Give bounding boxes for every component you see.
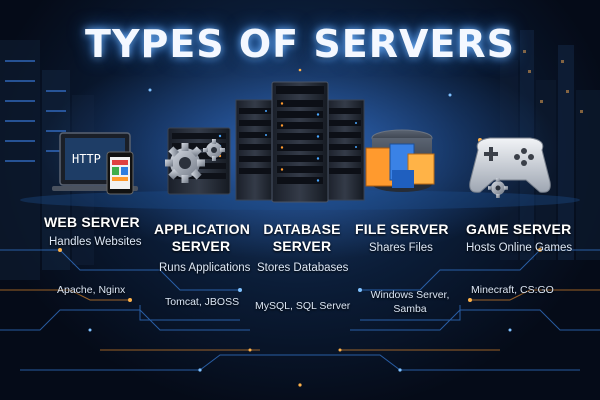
web-server-icon: HTTP (52, 132, 138, 195)
game-server-description: Hosts Online Games (466, 242, 573, 254)
application-server-icon (165, 127, 231, 195)
file-server-description: Shares Files (369, 242, 433, 254)
database-server-name-line2: SERVER (272, 238, 332, 254)
game-server-examples: Minecraft, CS:GO (471, 284, 554, 296)
circuit-lines (0, 249, 600, 371)
database-server-description: Stores Databases (257, 262, 349, 274)
page-title: TYPES OF SERVERS (85, 22, 515, 66)
file-server-name: FILE SERVER (355, 221, 449, 237)
application-server-examples: Tomcat, JBOSS (165, 296, 240, 308)
game-server-icon (469, 137, 551, 198)
sparkle-dots (58, 68, 542, 387)
database-server-name-line1: DATABASE (263, 221, 341, 237)
file-server-examples-line1: Windows Server, (370, 289, 450, 301)
application-server-name-line1: APPLICATION (154, 221, 251, 237)
database-server-examples: MySQL, SQL Server (255, 300, 351, 312)
database-server-name: DATABASE SERVER (262, 221, 342, 255)
file-server-examples: Windows Server, Samba (365, 288, 455, 316)
game-server-name: GAME SERVER (466, 221, 572, 237)
database-server-icon (235, 81, 365, 203)
web-server-name: WEB SERVER (44, 214, 140, 230)
file-server-icon (365, 129, 435, 192)
application-server-name: APPLICATION SERVER (154, 221, 251, 255)
application-server-description: Runs Applications (159, 262, 251, 274)
web-server-examples: Apache, Nginx (57, 284, 126, 296)
svg-text:HTTP: HTTP (72, 152, 101, 166)
file-server-examples-line2: Samba (393, 303, 427, 315)
web-server-description: Handles Websites (49, 236, 142, 248)
application-server-name-line2: SERVER (171, 238, 231, 254)
